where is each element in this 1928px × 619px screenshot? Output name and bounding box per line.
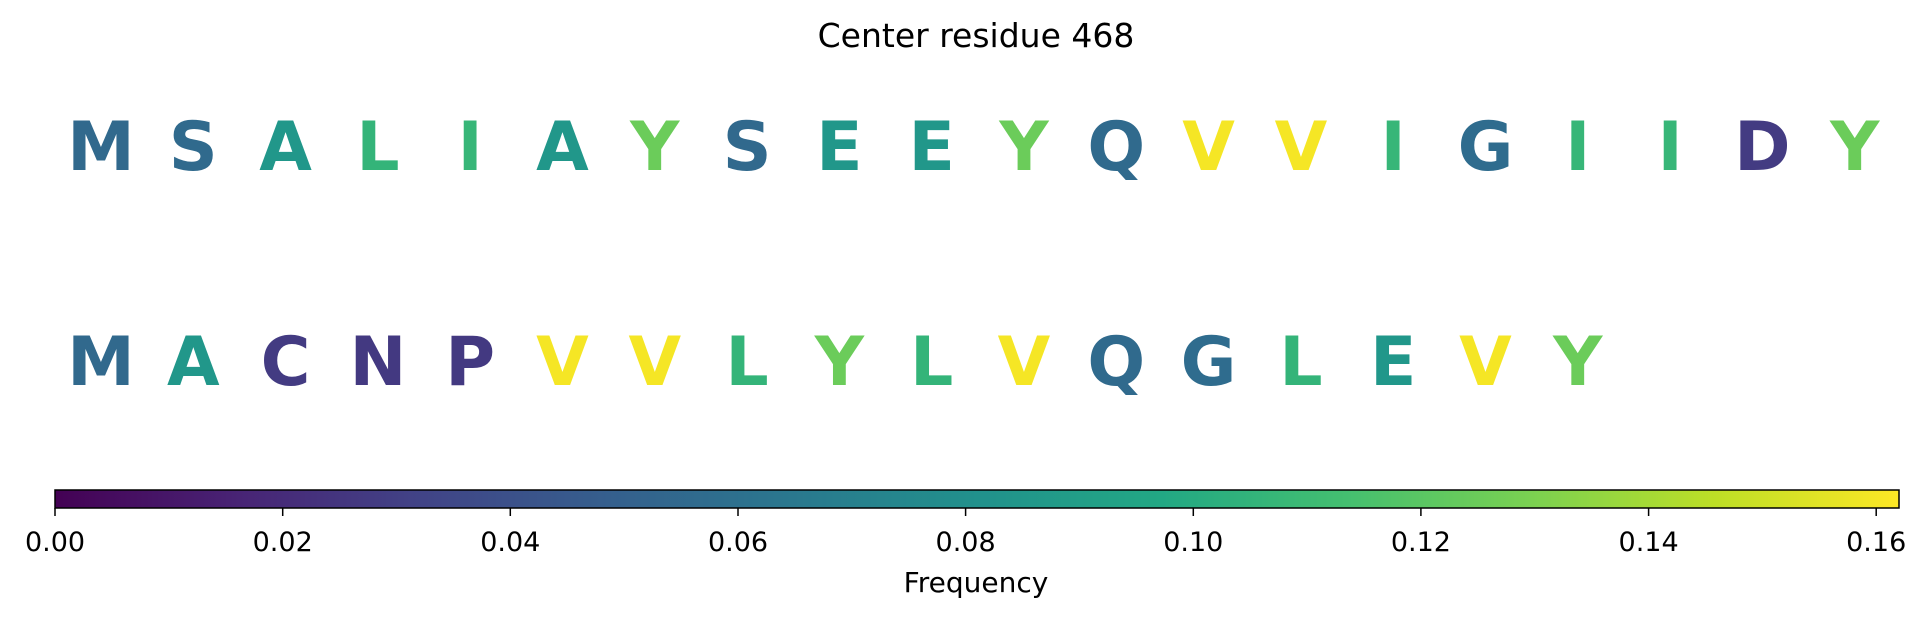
colorbar-tick-label: 0.10	[1163, 527, 1223, 558]
residue-letter: L	[725, 323, 768, 402]
colorbar-gradient	[54, 489, 1900, 509]
residue-letter: Y	[629, 108, 680, 187]
residue-letter: L	[910, 323, 953, 402]
residue-letter: Q	[1087, 108, 1145, 187]
colorbar-ticks: 0.00 0.02 0.04 0.06 0.08 0.10 0.12 0.14 0.16	[25, 508, 1906, 558]
residue-letter: A	[167, 323, 220, 402]
colorbar-tick-label: 0.14	[1619, 527, 1679, 558]
residue-letter: G	[1458, 108, 1514, 187]
residue-letter: S	[169, 108, 218, 187]
residue-letter: V	[536, 323, 589, 402]
colorbar-tick-label: 0.00	[25, 527, 85, 558]
colorbar-tick-label: 0.16	[1846, 527, 1906, 558]
residue-letter: V	[628, 323, 681, 402]
residue-letter: C	[261, 323, 311, 402]
residue-letter: N	[349, 323, 406, 402]
residue-letter: P	[445, 323, 495, 402]
residue-letter: V	[998, 323, 1051, 402]
residue-letter: D	[1734, 108, 1790, 187]
colorbar-tick-label: 0.04	[480, 527, 540, 558]
residue-letter: E	[1370, 323, 1416, 402]
residue-letter: I	[1565, 108, 1590, 187]
residue-letter: I	[1657, 108, 1682, 187]
residue-letter: V	[1459, 323, 1512, 402]
residue-letter: Q	[1087, 323, 1145, 402]
colorbar-label: Frequency	[904, 566, 1049, 599]
chart-title: Center residue 468	[818, 16, 1135, 55]
residue-letter: A	[536, 108, 589, 187]
colorbar-tick-label: 0.12	[1391, 527, 1451, 558]
colorbar-tick-label: 0.02	[253, 527, 313, 558]
residue-letter: Y	[1829, 108, 1880, 187]
residue-letter: E	[816, 108, 862, 187]
residue-letter: Y	[1552, 323, 1603, 402]
residue-letter: E	[908, 108, 954, 187]
residue-letter: V	[1182, 108, 1235, 187]
residue-letter: G	[1181, 323, 1237, 402]
residue-letter: Y	[814, 323, 865, 402]
colorbar-tick-label: 0.06	[708, 527, 768, 558]
residue-letter: I	[458, 108, 483, 187]
residue-letter: V	[1275, 108, 1328, 187]
residue-letter: A	[259, 108, 312, 187]
residue-letter: L	[356, 108, 399, 187]
residue-letter: M	[67, 108, 135, 187]
residue-letter: M	[67, 323, 135, 402]
residue-letter: S	[723, 108, 772, 187]
residue-letter: L	[1279, 323, 1322, 402]
colorbar-tick-label: 0.08	[936, 527, 996, 558]
colorbar: 0.00 0.02 0.04 0.06 0.08 0.10 0.12 0.14 0.16 Fre…	[25, 489, 1906, 599]
residue-letter: Y	[998, 108, 1049, 187]
residue-letter: I	[1381, 108, 1406, 187]
